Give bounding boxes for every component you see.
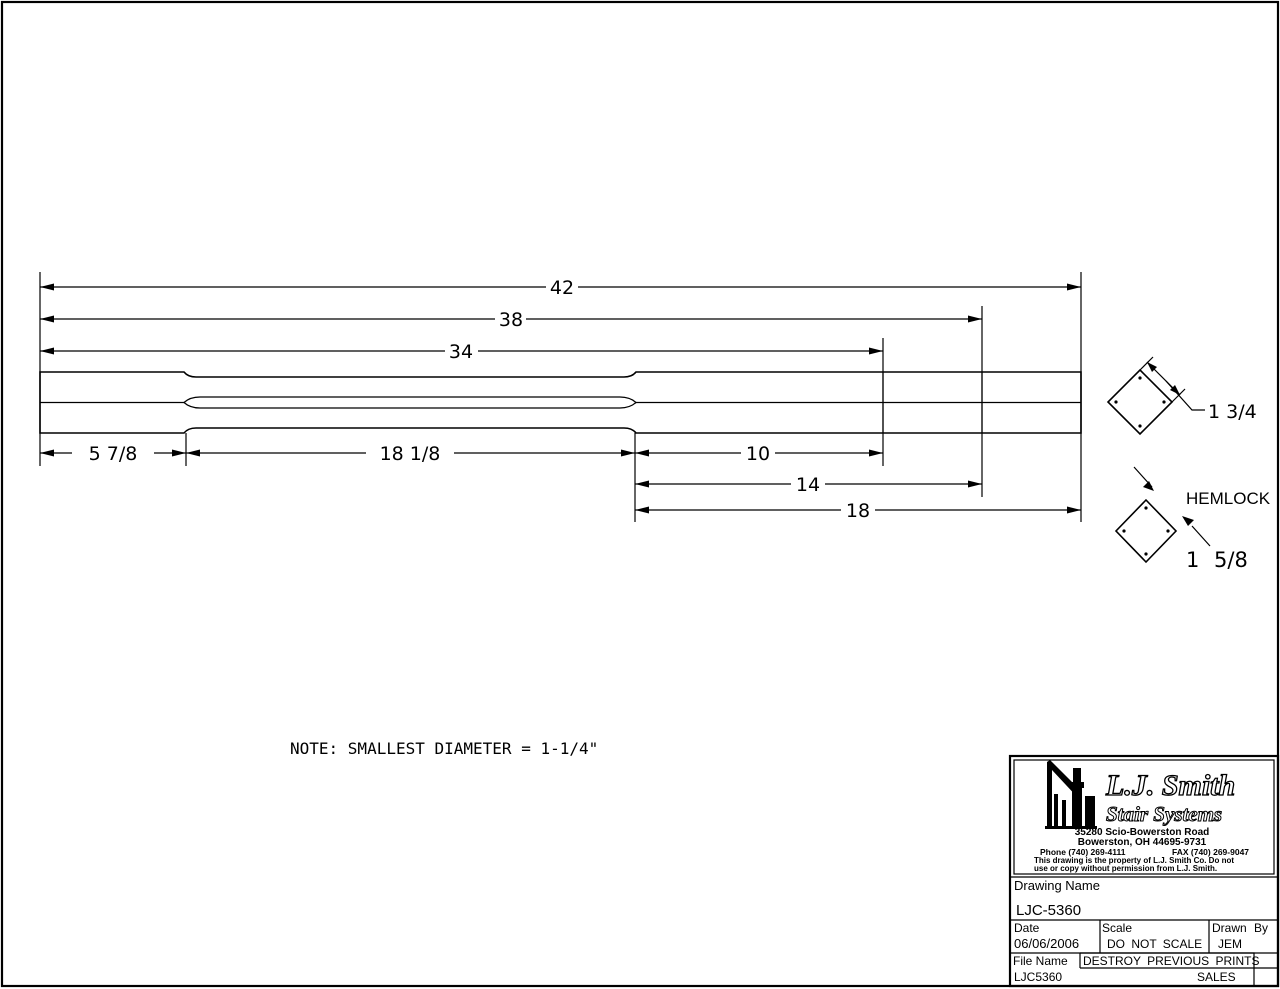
dim-18-label: 18 <box>846 500 870 522</box>
note-text: NOTE: SMALLEST DIAMETER = 1-1/4" <box>290 739 598 758</box>
drawing-name-label: Drawing Name <box>1014 878 1100 893</box>
square-small-label: 1 5/8 <box>1186 548 1248 572</box>
scale-value: DO NOT SCALE <box>1107 937 1202 951</box>
dim-10-label: 10 <box>746 443 770 465</box>
dim-14-label: 14 <box>796 474 820 496</box>
square-section-large: 1 3/4 <box>1106 356 1257 436</box>
fax-text: FAX (740) 269-9047 <box>1172 847 1249 857</box>
dim-42: 42 <box>40 277 1081 299</box>
dim-18: 18 <box>635 500 1081 522</box>
address-line1: 35280 Scio-Bowerston Road <box>1075 827 1209 838</box>
phone-text: Phone (740) 269-4111 <box>1040 847 1126 857</box>
title-block: L.J. Smith Stair Systems 35280 Scio-Bowe… <box>1008 754 1280 988</box>
species-label: HEMLOCK <box>1186 489 1271 508</box>
file-name-label: File Name <box>1013 954 1068 968</box>
company-name-line1: L.J. Smith <box>1105 769 1235 802</box>
dim-14: 14 <box>635 474 982 496</box>
square-section-small: HEMLOCK 1 5/8 <box>1114 466 1271 572</box>
dim-34: 34 <box>40 341 883 363</box>
dim-18-1-8-label: 18 1/8 <box>380 443 441 465</box>
dim-5-7-8: 5 7/8 <box>40 443 186 465</box>
dim-10: 10 <box>635 443 883 465</box>
date-label: Date <box>1014 921 1040 935</box>
date-value: 06/06/2006 <box>1014 936 1079 951</box>
destroy-notice: DESTROY PREVIOUS PRINTS <box>1083 954 1259 968</box>
file-name-value: LJC5360 <box>1014 970 1062 984</box>
dim-34-label: 34 <box>449 341 473 363</box>
baluster-elevation <box>39 371 1082 434</box>
dim-5-7-8-label: 5 7/8 <box>89 443 138 465</box>
property-notice-1: This drawing is the property of L.J. Smi… <box>1034 856 1234 865</box>
company-name-line2: Stair Systems <box>1106 802 1222 826</box>
address-line2: Bowerston, OH 44695-9731 <box>1078 837 1207 848</box>
property-notice-2: use or copy without permission from L.J.… <box>1034 864 1217 873</box>
turned-taper <box>183 396 637 409</box>
drawing-name-value: LJC-5360 <box>1016 902 1081 919</box>
drawn-by-value: JEM <box>1218 937 1242 951</box>
square-large-label: 1 3/4 <box>1208 401 1257 423</box>
dim-42-label: 42 <box>550 277 574 299</box>
drawn-by-label: Drawn By <box>1212 921 1268 935</box>
dim-38: 38 <box>40 309 982 331</box>
sales-text: SALES <box>1197 970 1236 984</box>
dim-18-1-8: 18 1/8 <box>186 443 635 465</box>
extension-lines <box>39 272 1082 522</box>
dim-38-label: 38 <box>499 309 523 331</box>
scale-label: Scale <box>1102 921 1132 935</box>
stair-logo-icon <box>1045 760 1097 829</box>
